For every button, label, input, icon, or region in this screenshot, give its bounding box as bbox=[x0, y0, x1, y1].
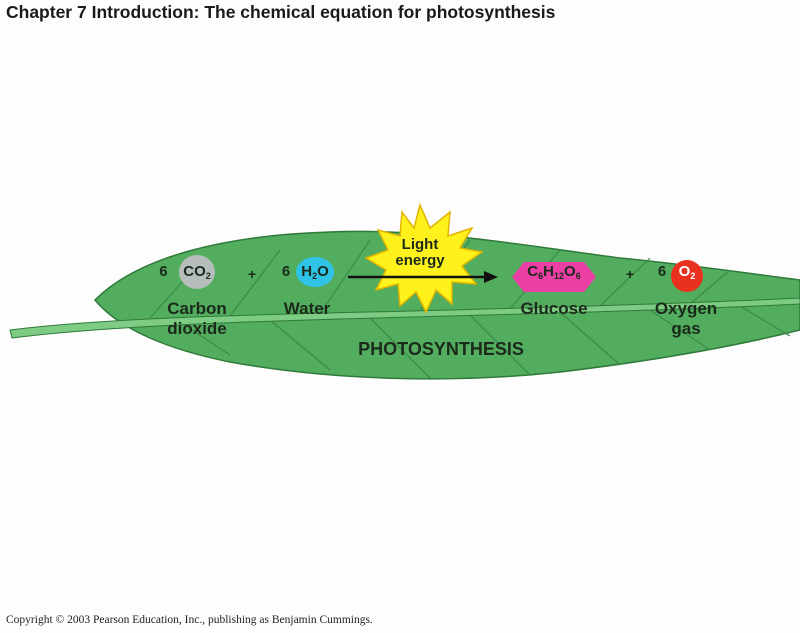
arrowhead bbox=[484, 271, 498, 283]
h2o-formula: H2O bbox=[301, 263, 329, 281]
h2o-coefficient: 6 bbox=[281, 263, 291, 280]
leaf-blade bbox=[93, 230, 800, 380]
leaf-veins bbox=[149, 239, 791, 379]
o2-formula: O2 bbox=[678, 263, 696, 281]
copyright: Copyright © 2003 Pearson Education, Inc.… bbox=[6, 614, 373, 626]
water-label: Water bbox=[283, 299, 331, 318]
plus-sign: + bbox=[625, 266, 635, 282]
light-starburst bbox=[364, 202, 484, 314]
o2-coefficient: 6 bbox=[657, 263, 667, 280]
page-title: Chapter 7 Introduction: The chemical equ… bbox=[6, 2, 556, 22]
glucose-label: Glucose bbox=[520, 299, 588, 318]
glucose-hexagon bbox=[512, 262, 596, 292]
glucose-formula: C6H12O6 bbox=[527, 263, 581, 281]
co2-circle bbox=[179, 255, 215, 289]
plus-sign: + bbox=[247, 266, 257, 282]
h2o-circle bbox=[296, 257, 334, 287]
leaf-midrib bbox=[9, 297, 800, 339]
photosynthesis-label: PHOTOSYNTHESIS bbox=[358, 339, 524, 359]
o2-circle bbox=[671, 260, 703, 292]
